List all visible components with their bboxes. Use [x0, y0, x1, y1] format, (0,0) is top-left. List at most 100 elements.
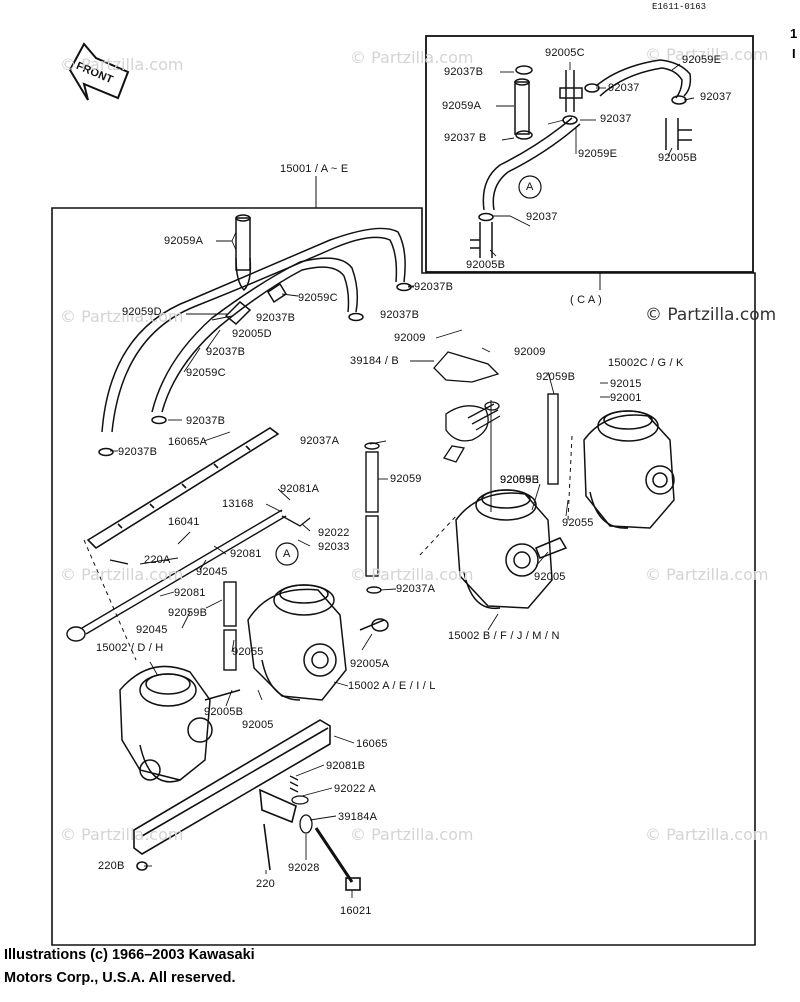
part-callout: 92037B — [380, 309, 420, 321]
part-callout: 92001 — [610, 392, 642, 404]
part-callout: 92059D — [122, 306, 162, 318]
watermark: © Partzilla.com — [350, 825, 474, 844]
inset-hoses — [470, 59, 692, 258]
part-callout: 92059C — [186, 367, 226, 379]
part-callout: 92005B — [204, 706, 244, 718]
part-callout: 92037B — [186, 415, 226, 427]
part-callout: 16065A — [168, 436, 208, 448]
part-callout: 92037B — [256, 312, 296, 324]
part-callout: 16041 — [168, 516, 200, 528]
linkage-parts — [281, 351, 501, 834]
part-callout: 92059E — [682, 54, 722, 66]
part-callout: 92037B — [118, 446, 158, 458]
carburetor-left — [119, 665, 241, 783]
part-callout: 92055 — [232, 646, 264, 658]
part-callout: 92005B — [466, 259, 506, 271]
part-callout: 92005A — [350, 658, 390, 670]
part-callout: 92005C — [545, 47, 585, 59]
part-callout: 92059C — [298, 292, 338, 304]
part-callout: 92037A — [396, 583, 436, 595]
part-callout: 92009 — [394, 332, 426, 344]
part-callout: 92037 — [526, 211, 558, 223]
part-callout: 92059B — [536, 371, 576, 383]
front-arrow — [68, 42, 130, 101]
part-callout: 92037B — [206, 346, 246, 358]
bracket-16065 — [133, 719, 361, 891]
inset-box — [425, 35, 754, 273]
part-callout: 92059A — [442, 100, 482, 112]
part-callout: 16065 — [356, 738, 388, 750]
part-callout: 92059 — [390, 473, 422, 485]
carburetor-center-right — [455, 489, 568, 610]
diagram-code: E1611-0163 — [652, 2, 707, 12]
throttle-shaft — [66, 509, 287, 642]
part-callout: 92005 — [242, 719, 274, 731]
edge-fragment-2: I — [792, 46, 796, 61]
part-callout: 92005 — [534, 571, 566, 583]
part-callout: 92045 — [136, 624, 168, 636]
part-callout: 92055 — [562, 517, 594, 529]
watermark: © Partzilla.com — [645, 305, 777, 325]
part-callout: 92081B — [326, 760, 366, 772]
part-callout: 92022 A — [334, 783, 376, 795]
watermark: © Partzilla.com — [350, 48, 474, 67]
part-callout: 220 — [256, 878, 275, 890]
part-callout: 15002 / D / H — [96, 642, 164, 654]
watermark: © Partzilla.com — [60, 825, 184, 844]
part-callout: 92059E — [500, 474, 540, 486]
part-callout: 92015 — [610, 378, 642, 390]
leader-lines — [110, 62, 695, 898]
part-callout: 16021 — [340, 905, 372, 917]
part-callout: 92081A — [280, 483, 320, 495]
part-callout: 92037 — [608, 82, 640, 94]
part-callout: 92033 — [318, 541, 350, 553]
bracket-16065A — [86, 427, 280, 550]
part-callout: 92081 — [174, 587, 206, 599]
part-callout: 92059A — [164, 235, 204, 247]
watermark: © Partzilla.com — [60, 55, 184, 74]
part-callout: 92081 — [230, 548, 262, 560]
watermark: © Partzilla.com — [645, 565, 769, 584]
part-callout: 220A — [144, 554, 171, 566]
part-callout: 92005B — [658, 152, 698, 164]
reference-marker-a: A — [526, 181, 534, 193]
part-callout: 92037 — [600, 113, 632, 125]
part-callout: 15001 / A ~ E — [280, 163, 349, 175]
part-callout: 92059E — [578, 148, 618, 160]
part-callout: 39184 / B — [350, 355, 399, 367]
copyright-line-1: Illustrations (c) 1966–2003 Kawasaki — [4, 947, 255, 963]
part-callout: 13168 — [222, 498, 254, 510]
part-callout: 92009 — [514, 346, 546, 358]
assembly-boundary — [51, 207, 756, 946]
part-callout: 92005B — [500, 474, 540, 486]
watermark: © Partzilla.com — [645, 45, 769, 64]
copyright-line-2: Motors Corp., U.S.A. All reserved. — [4, 970, 236, 986]
reference-marker-a: A — [283, 548, 291, 560]
vent-tubes — [223, 393, 559, 671]
part-callout: 92045 — [196, 566, 228, 578]
watermark: © Partzilla.com — [350, 565, 474, 584]
part-callout: 92037B — [414, 281, 454, 293]
watermark: © Partzilla.com — [60, 565, 184, 584]
part-callout: 15002 A / E / I / L — [348, 680, 436, 692]
part-callout: 15002 B / F / J / M / N — [448, 630, 560, 642]
part-callout: 92037A — [300, 435, 340, 447]
part-callout: 92037 B — [444, 132, 487, 144]
part-callout: 220B — [98, 860, 125, 872]
inset-label: ( C A ) — [570, 294, 602, 306]
part-callout: 15002C / G / K — [608, 357, 684, 369]
part-callout: 92037 — [700, 91, 732, 103]
part-callout: 39184A — [338, 811, 378, 823]
part-callout: 92022 — [318, 527, 350, 539]
part-callout: 92059B — [168, 607, 208, 619]
edge-fragment-1: 1 — [790, 26, 798, 41]
part-callout: 92037B — [444, 66, 484, 78]
part-callout: 92005D — [232, 328, 272, 340]
carburetor-center-left — [247, 584, 389, 701]
watermark: © Partzilla.com — [645, 825, 769, 844]
part-callout: 92028 — [288, 862, 320, 874]
carburetor-right — [583, 410, 675, 529]
watermark: © Partzilla.com — [60, 307, 184, 326]
